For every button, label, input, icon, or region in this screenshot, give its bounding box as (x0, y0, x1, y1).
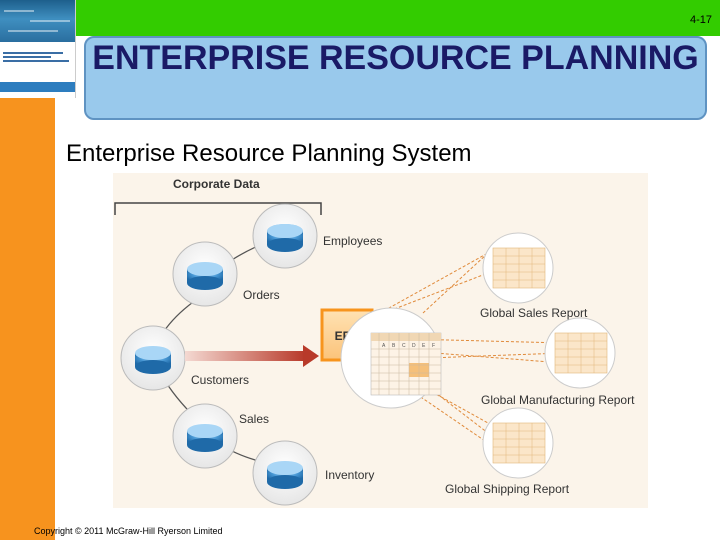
orders-disk-icon (172, 241, 238, 307)
customers-disk-icon (120, 325, 186, 391)
source-label-inventory: Inventory (325, 468, 374, 482)
cover-title-lines (3, 52, 71, 62)
slide-subtitle: Enterprise Resource Planning System (66, 140, 472, 167)
textbook-cover-thumbnail (0, 0, 76, 98)
manufacturing-report-icon (544, 317, 616, 389)
sheet-col-f: F (432, 343, 435, 349)
sheet-col-e: E (422, 343, 426, 349)
report-label-manufacturing: Global Manufacturing Report (481, 393, 635, 407)
sheet-col-c: C (402, 343, 406, 349)
report-label-sales: Global Sales Report (480, 306, 588, 320)
data-flow-arrow (185, 345, 319, 367)
erp-spreadsheet: A B C D E F (340, 307, 442, 409)
shipping-report-icon (482, 407, 554, 479)
source-label-employees: Employees (323, 234, 382, 248)
corporate-data-header: Corporate Data (173, 177, 260, 191)
slide-title: ENTERPRISE RESOURCE PLANNING (92, 39, 699, 77)
employees-disk-icon (252, 203, 318, 269)
inventory-disk-icon (252, 440, 318, 506)
copyright-notice: Copyright © 2011 McGraw-Hill Ryerson Lim… (34, 526, 223, 536)
slide-number: 4-17 (689, 14, 712, 26)
cover-photo (0, 0, 75, 42)
title-banner (84, 36, 707, 120)
header-bracket (114, 202, 322, 215)
report-label-shipping: Global Shipping Report (445, 482, 570, 496)
cover-strip (0, 82, 75, 92)
sheet-col-a: A (382, 343, 386, 349)
top-color-band (0, 0, 720, 36)
source-label-sales: Sales (239, 412, 269, 426)
source-label-orders: Orders (243, 288, 280, 302)
source-label-customers: Customers (191, 373, 249, 387)
sales-report-icon (482, 232, 554, 304)
sheet-col-d: D (412, 343, 416, 349)
sales-disk-icon (172, 403, 238, 469)
sheet-col-b: B (392, 343, 396, 349)
erp-diagram: Corporate Data (113, 173, 648, 508)
